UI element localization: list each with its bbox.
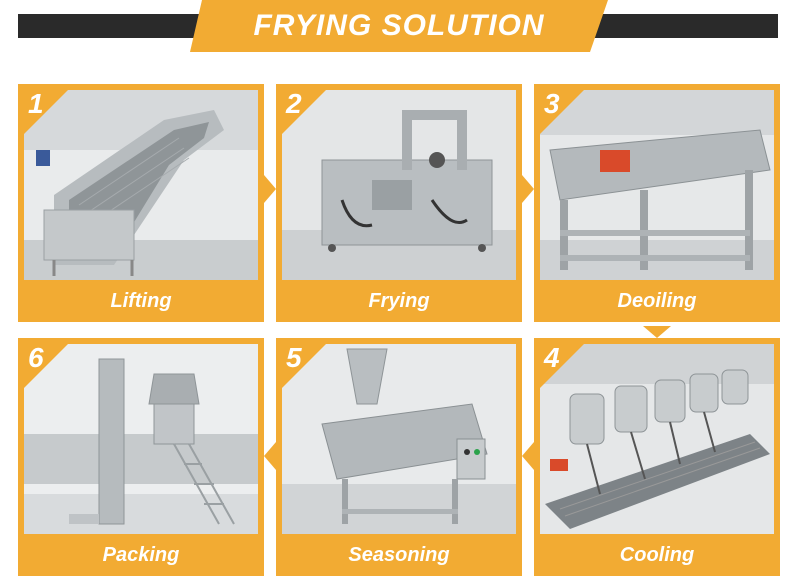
step-label: Deoiling (617, 289, 697, 312)
title-banner: FRYING SOLUTION (190, 0, 608, 52)
step-label: Frying (368, 289, 430, 312)
flow-arrow-left-icon (264, 442, 276, 470)
step-card-lifting: 1 Lifting (18, 84, 264, 322)
fryer-machine-photo (282, 90, 516, 280)
step-label: Cooling (619, 543, 695, 566)
conveyor-elevator-photo (24, 90, 258, 280)
cooling-conveyor-photo (540, 344, 774, 534)
step-label: Seasoning (348, 543, 450, 566)
flow-arrow-right-icon (522, 175, 534, 203)
step-card-cooling: 4 Cooling (534, 338, 780, 576)
flow-arrow-right-icon (264, 175, 276, 203)
seasoning-drum-photo (282, 344, 516, 534)
step-card-seasoning: 5 Seasoning (276, 338, 522, 576)
flow-arrow-down-icon (643, 326, 671, 338)
page-title: FRYING SOLUTION (253, 9, 545, 42)
step-card-frying: 2 Frying (276, 84, 522, 322)
step-card-packing: 6 Packing (18, 338, 264, 576)
step-label: Packing (102, 543, 180, 566)
deoiling-machine-photo (540, 90, 774, 280)
packing-machine-photo (24, 344, 258, 534)
step-card-deoiling: 3 Deoiling (534, 84, 780, 322)
flow-arrow-left-icon (522, 442, 534, 470)
step-label: Lifting (110, 289, 172, 312)
